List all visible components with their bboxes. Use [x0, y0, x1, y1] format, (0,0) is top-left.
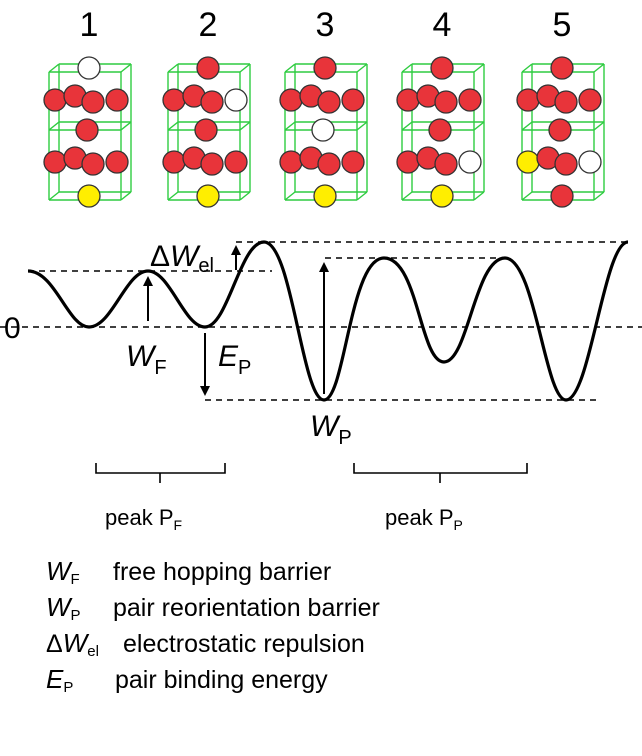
vacancy-site: [578, 150, 602, 174]
crystal-cells: [43, 56, 605, 208]
delta-wel-label: ΔWel: [150, 240, 214, 277]
legend-symbol-wp: WP: [46, 592, 81, 624]
red-atom: [162, 88, 186, 112]
crystal-cell-2: [162, 56, 251, 208]
crystal-cell-4: [396, 56, 485, 208]
red-atom: [341, 88, 365, 112]
vacancy-site: [458, 150, 482, 174]
red-atom: [162, 150, 186, 174]
red-atom: [550, 184, 574, 208]
red-atom: [279, 88, 303, 112]
yellow-atom: [430, 184, 454, 208]
red-atom: [75, 118, 99, 142]
peak-f-bracket: [95, 463, 226, 483]
vacancy-site: [311, 118, 335, 142]
red-atom: [341, 150, 365, 174]
config-labels: 1 2 3 4 5: [80, 6, 572, 44]
red-atom: [578, 88, 602, 112]
crystal-cell-5: [516, 56, 605, 208]
red-atom: [428, 118, 452, 142]
peak-p-label: peak PP: [385, 505, 463, 533]
config-label-4: 4: [433, 6, 452, 44]
red-atom: [317, 152, 341, 176]
red-atom: [196, 56, 220, 80]
red-atom: [550, 56, 574, 80]
red-atom: [200, 152, 224, 176]
legend-symbol-wf: WF: [46, 556, 80, 588]
red-atom: [81, 90, 105, 114]
legend-desc-delta-wel: electrostatic repulsion: [123, 630, 365, 658]
red-atom: [516, 88, 540, 112]
red-atom: [434, 152, 458, 176]
legend: WF free hopping barrier WP pair reorient…: [46, 556, 380, 696]
potential-curve: [27, 240, 629, 402]
red-atom: [200, 90, 224, 114]
red-atom: [105, 88, 129, 112]
peak-p-bracket: [353, 463, 528, 483]
config-label-3: 3: [316, 6, 335, 44]
red-atom: [279, 150, 303, 174]
red-atom: [194, 118, 218, 142]
red-atom: [43, 150, 67, 174]
red-atom: [430, 56, 454, 80]
legend-desc-ep: pair binding energy: [115, 666, 328, 694]
peak-f-label: peak PF: [105, 505, 182, 533]
red-atom: [458, 88, 482, 112]
red-atom: [434, 90, 458, 114]
config-label-1: 1: [80, 6, 99, 44]
red-atom: [317, 90, 341, 114]
legend-desc-wp: pair reorientation barrier: [113, 594, 380, 622]
yellow-atom: [196, 184, 220, 208]
config-label-2: 2: [199, 6, 218, 44]
red-atom: [81, 152, 105, 176]
yellow-atom: [516, 150, 540, 174]
red-atom: [548, 118, 572, 142]
ep-label: EP: [218, 340, 251, 379]
red-atom: [554, 90, 578, 114]
red-atom: [105, 150, 129, 174]
zero-label: 0: [4, 312, 21, 345]
config-label-5: 5: [553, 6, 572, 44]
red-atom: [396, 150, 420, 174]
yellow-atom: [313, 184, 337, 208]
vacancy-site: [224, 88, 248, 112]
red-atom: [554, 152, 578, 176]
energy-landscape: 0 ΔWel WF EP WP: [0, 240, 642, 449]
legend-desc-wf: free hopping barrier: [113, 558, 331, 586]
red-atom: [313, 56, 337, 80]
vacancy-site: [77, 56, 101, 80]
crystal-cell-1: [43, 56, 132, 208]
legend-symbol-ep: EP: [46, 664, 73, 696]
red-atom: [224, 150, 248, 174]
wf-label: WF: [126, 340, 167, 379]
red-atom: [396, 88, 420, 112]
peak-brackets: peak PF peak PP: [95, 463, 528, 533]
wp-label: WP: [310, 410, 352, 449]
crystal-cell-3: [279, 56, 368, 208]
yellow-atom: [77, 184, 101, 208]
red-atom: [43, 88, 67, 112]
legend-symbol-delta-wel: ΔWel: [46, 628, 99, 660]
